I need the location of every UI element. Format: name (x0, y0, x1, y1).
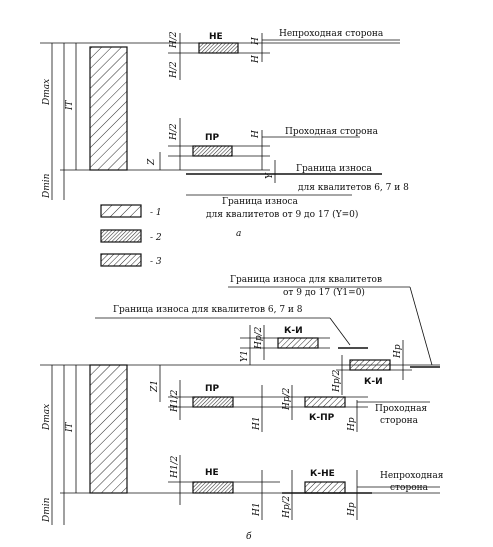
ki2-gauge-field (349, 359, 391, 371)
ki2-label: К-И (364, 377, 383, 387)
dim-h2-a: H/2 (169, 31, 179, 49)
ne-label: НЕ (209, 32, 223, 42)
nonpass-side-label: Непроходная сторона (279, 29, 384, 39)
wear-917-sub: для квалитетов от 9 до 17 (Y=0) (206, 209, 358, 220)
legend-label-1: - 1 (150, 208, 162, 218)
diagram-a: Dmax Dmin IT НЕ H/2 H/2 H H Непроходная … (40, 29, 409, 267)
dim-h-b: H (251, 55, 261, 64)
ne-label-b: НЕ (205, 468, 219, 478)
dim-dmax-b: Dmax (42, 404, 52, 431)
nonpass-side-b-2: сторона (390, 483, 429, 493)
dim-y1: Y1 (240, 350, 250, 362)
dim-h2-b: H/2 (169, 61, 179, 79)
caption-b: б (246, 531, 252, 542)
dim-dmax: Dmax (42, 79, 52, 106)
legend-swatch-1 (100, 204, 142, 218)
ne-gauge-field (198, 42, 239, 54)
kpr-gauge-field (304, 396, 346, 408)
pass-side-label: Проходная сторона (285, 127, 379, 137)
hole-tolerance-field-b (89, 364, 128, 494)
dim-h-a: H (251, 37, 261, 46)
dim-z: Z (147, 158, 157, 166)
legend-swatch-2 (100, 229, 142, 243)
pass-side-b-1: Проходная (375, 404, 427, 414)
dim-h1-2-b: H1/2 (170, 455, 180, 479)
dim-hp2-a: Hp/2 (254, 326, 264, 350)
dim-z1: Z1 (150, 380, 160, 393)
pr-label-b: ПР (205, 384, 220, 394)
ki-label: К-И (284, 326, 303, 336)
dim-it-b: IT (65, 421, 75, 433)
wear-917-title: Граница износа (222, 197, 298, 207)
dim-hp2-b: Hp/2 (332, 369, 342, 393)
wear-678-title: Граница износа (296, 164, 372, 174)
wear-678-sub: для квалитетов 6, 7 и 8 (298, 183, 409, 193)
pr-gauge-field (192, 145, 233, 157)
pr-label: ПР (205, 133, 220, 143)
dim-dmin: Dmin (42, 173, 52, 199)
nonpass-side-b-1: Непроходная (380, 471, 444, 481)
wear-917-sub-b: от 9 до 17 (Y1=0) (283, 287, 365, 298)
dim-hp-c: Hp (347, 502, 357, 517)
dim-dmin-b: Dmin (42, 497, 52, 523)
kpr-label: К-ПР (309, 413, 335, 423)
legend-label-2: - 2 (150, 233, 162, 243)
legend-label-3: - 3 (150, 257, 162, 267)
pass-side-b-2: сторона (380, 416, 419, 426)
dim-hp2-c: Hp/2 (282, 387, 292, 411)
dim-hp-b: Hp (347, 417, 357, 432)
pr-gauge-field-b (192, 396, 234, 408)
wear-917-title-b: Граница износа для квалитетов (230, 275, 382, 285)
caption-a: а (236, 229, 241, 239)
wear-678-b: Граница износа для квалитетов 6, 7 и 8 (113, 305, 303, 315)
kne-label: К-НЕ (310, 469, 335, 479)
dim-h2-c: H/2 (169, 123, 179, 141)
dim-h1-a: H1 (252, 416, 262, 431)
dim-h-c: H (251, 130, 261, 139)
ki-gauge-field (277, 337, 319, 349)
kne-gauge-field (304, 481, 346, 494)
dim-h1-b: H1 (252, 502, 262, 517)
dim-it: IT (65, 99, 75, 111)
dim-y: Y (265, 172, 275, 179)
hole-tolerance-field (89, 46, 128, 171)
dim-h1-2-a: H1/2 (170, 389, 180, 413)
dim-hp-a: Hp (393, 344, 403, 359)
legend-swatch-3 (100, 253, 142, 267)
ne-gauge-field-b (192, 481, 234, 494)
diagram-b: Граница износа для квалитетов от 9 до 17… (40, 275, 444, 542)
dim-hp2-d: Hp/2 (282, 495, 292, 519)
